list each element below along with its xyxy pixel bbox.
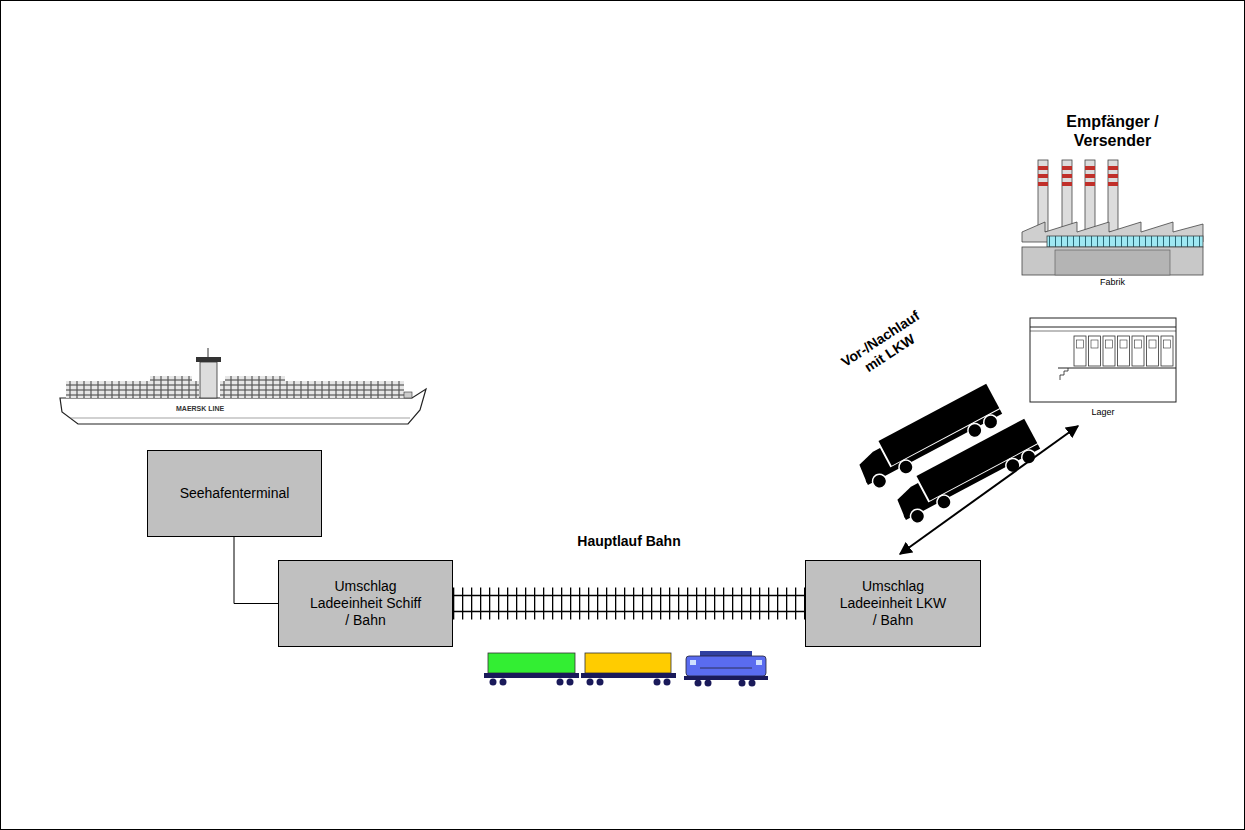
train [739,680,746,687]
edge-label: Vor-/Nachlauf mit LKW [829,301,941,390]
edge-label: Hauptlauf Bahn [549,532,709,549]
warehouse-picture [1089,336,1101,366]
warehouse-picture [1030,327,1176,328]
train [756,660,762,665]
train [684,676,768,680]
factory-picture [1062,160,1072,232]
factory-picture [1085,160,1095,232]
warehouse-picture [1030,318,1176,402]
container-ship [60,348,426,424]
transfer-box: Umschlag Ladeeinheit LKW / Bahn [805,560,981,647]
train [597,679,604,686]
connector [234,537,278,604]
train [557,679,564,686]
connector [900,426,1078,554]
node-text: Seehafenterminal [180,485,290,502]
node-text: Fabrik [1100,277,1125,288]
warehouse-picture [1103,336,1115,366]
train [484,651,768,687]
warehouse-picture [1132,336,1144,366]
warehouse-node: Lager [1028,316,1178,420]
factory-picture [1022,160,1203,275]
warehouse-picture [1030,318,1176,402]
train [490,679,497,686]
node-heading: Empfänger / Versender [1053,112,1173,150]
rail-ties [453,588,805,620]
train [705,680,712,687]
container-ship [404,392,412,398]
train [484,673,579,678]
container-ship [200,362,217,398]
transfer-box: Umschlag Ladeeinheit Schiff / Bahn [278,560,453,647]
container-ship [70,418,410,419]
factory-picture [1022,247,1203,275]
warehouse-picture [1118,336,1130,366]
factory-picture [1055,250,1170,275]
train [700,668,752,669]
rail-track [453,596,805,612]
rail [453,595,805,596]
terminal-box: Seehafenterminal [147,450,322,537]
train [585,653,671,673]
node-text: Lager [1091,407,1114,418]
container-ship [66,381,199,398]
train [664,679,671,686]
factory-picture [1047,236,1203,247]
ship-name: MAERSK LINE [176,405,224,412]
rail [453,611,805,612]
container-ship [150,376,192,381]
train [567,679,574,686]
node-text: Umschlag Ladeeinheit LKW / Bahn [837,578,949,629]
warehouse-picture [1030,331,1176,332]
factory-picture [1038,160,1048,232]
trucks [890,419,1044,528]
train [690,660,696,665]
train [581,673,676,678]
warehouse-picture [1060,368,1068,380]
train [686,656,766,676]
connector-line [234,537,278,604]
container-ship [220,381,404,398]
warehouse-picture [1074,336,1086,366]
container-ship [225,376,285,381]
train [587,679,594,686]
connector-line [900,426,1078,554]
factory-node: Empfänger / VersenderFabrik [1015,112,1210,290]
container-ship [208,348,209,357]
warehouse-picture [1058,368,1176,369]
node-text: Umschlag Ladeeinheit Schiff / Bahn [310,578,422,629]
train [695,680,702,687]
trucks [852,384,1044,528]
train [749,680,756,687]
train [654,679,661,686]
train [500,679,507,686]
container-ship [196,357,221,362]
factory-picture [1108,160,1118,232]
warehouse-picture [1147,336,1159,366]
warehouse-picture [1161,336,1173,366]
train [488,653,575,673]
